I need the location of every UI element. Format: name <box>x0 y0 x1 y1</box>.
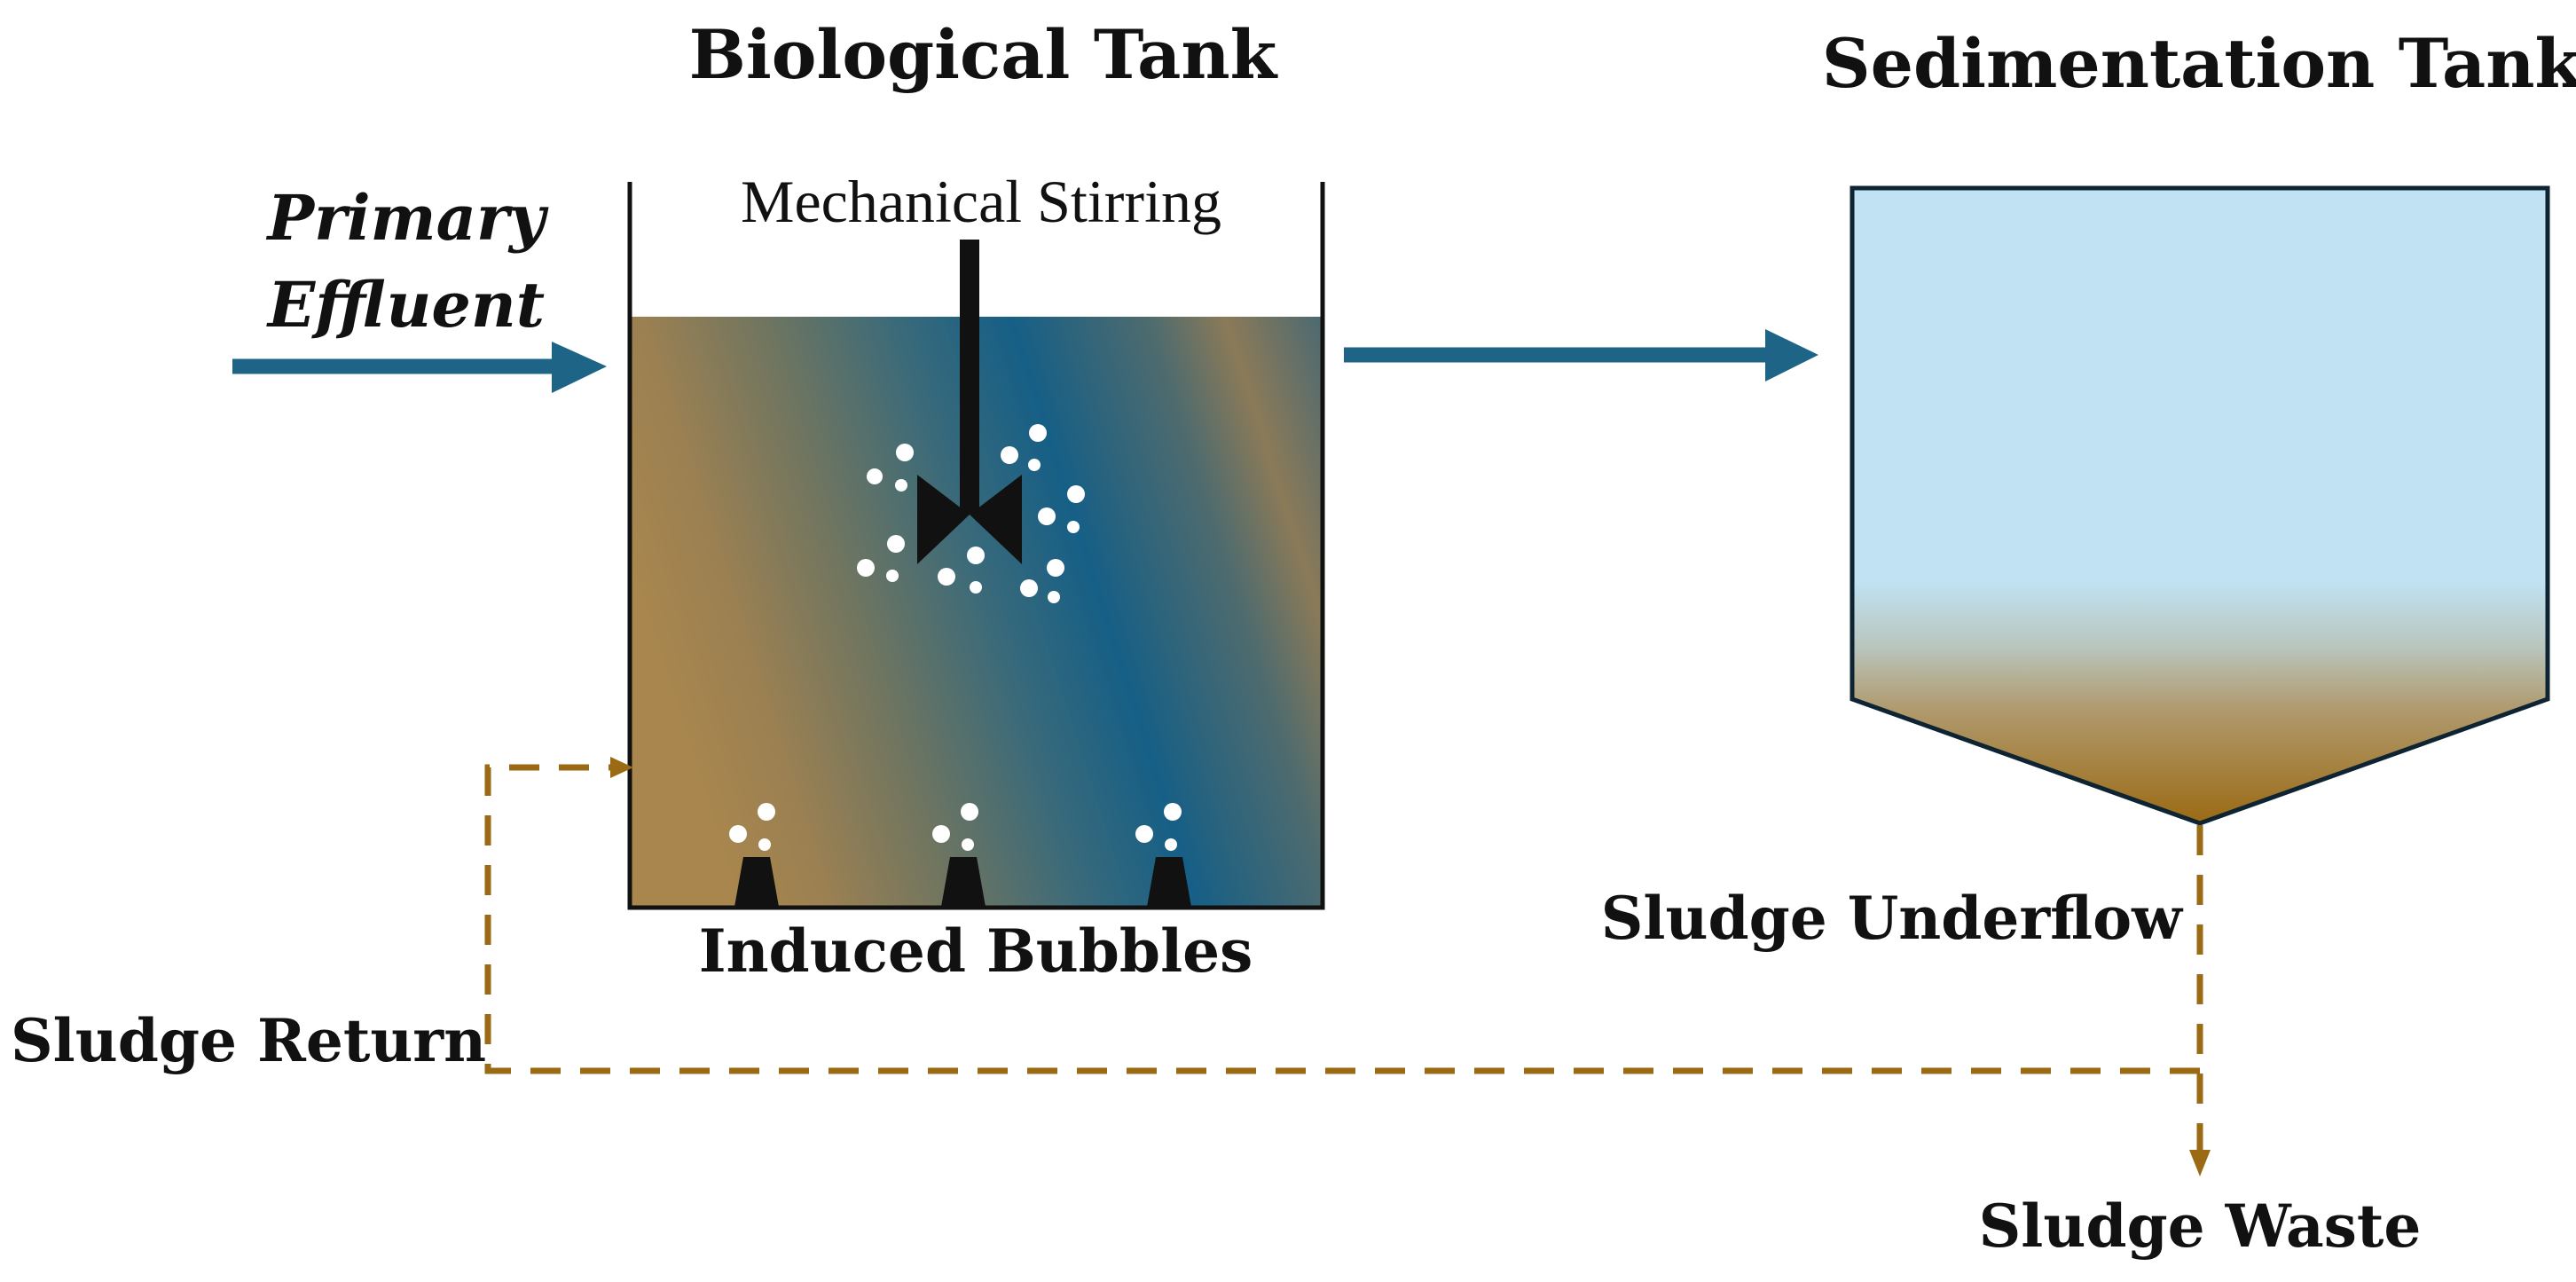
biological-tank-title: Biological Tank <box>689 15 1278 94</box>
diffuser-3 <box>1135 803 1191 907</box>
transfer-arrow <box>1344 329 1818 381</box>
primary-effluent-label-line2: Effluent <box>266 268 545 342</box>
mechanical-stirring-label: Mechanical Stirring <box>741 168 1221 235</box>
stirrer-icon <box>917 240 1022 564</box>
diffuser-1 <box>729 803 779 907</box>
sludge-return-line <box>484 764 2200 1074</box>
sludge-lines <box>484 764 2203 1153</box>
diffuser-2 <box>932 803 986 907</box>
sludge-waste-arrowhead <box>2189 1150 2211 1176</box>
biological-tank-walls <box>627 182 1325 910</box>
inflow-arrow <box>232 342 607 393</box>
sludge-return-arrowhead <box>610 757 633 778</box>
sedimentation-tank <box>1850 185 2550 826</box>
stirring-bubbles <box>857 424 1085 603</box>
induced-bubbles-label: Induced Bubbles <box>699 916 1253 986</box>
sludge-return-label: Sludge Return <box>11 1006 486 1075</box>
sedimentation-tank-title: Sedimentation Tank <box>1822 24 2576 103</box>
sludge-underflow-label: Sludge Underflow <box>1601 884 2184 953</box>
primary-effluent-label-line1: Primary <box>265 181 548 255</box>
sludge-waste-label: Sludge Waste <box>1979 1192 2422 1261</box>
